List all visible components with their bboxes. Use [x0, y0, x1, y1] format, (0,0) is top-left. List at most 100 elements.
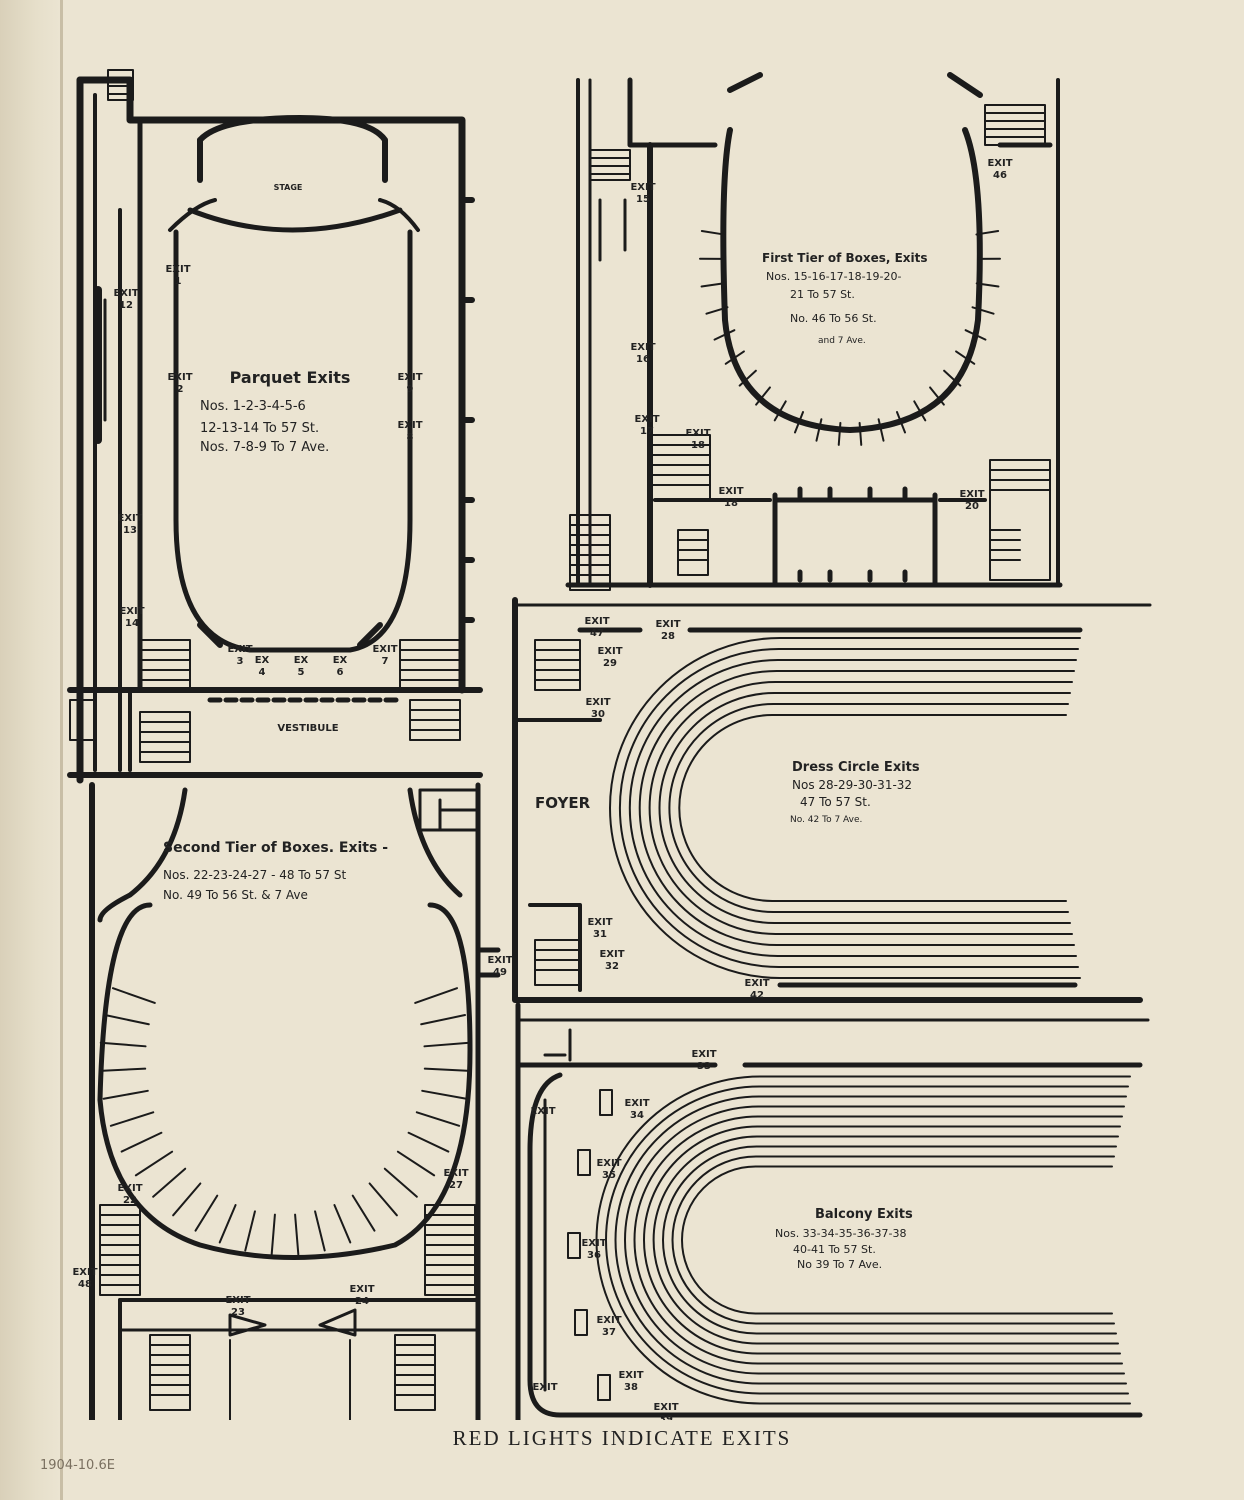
stage-label: STAGE [274, 183, 303, 192]
first-tier-box-divider [877, 418, 885, 442]
balcony-line-1: Nos. 33-34-35-36-37-38 [775, 1227, 907, 1240]
dress-circle-row [638, 670, 1075, 946]
dress-circle-row [658, 692, 1071, 924]
second-tier-line-2: No. 49 To 56 St. & 7 Ave [163, 888, 308, 902]
first-tier-box-divider [975, 229, 1000, 236]
second-tier-box-divider [396, 1150, 436, 1177]
second-tier-box-divider [415, 1111, 461, 1127]
balcony-line-2: 40-41 To 57 St. [793, 1243, 876, 1256]
second-tier-box-divider [414, 987, 459, 1004]
first-tier-line-2: 21 To 57 St. [790, 288, 855, 301]
second-tier-box-divider [120, 1131, 163, 1153]
first-tier-plan [565, 72, 1063, 591]
first-tier-box-divider [700, 282, 725, 288]
floor-plans: STAGE VESTIBULE Parquet Exits Nos. 1-2-3… [67, 69, 1152, 1420]
parquet-plan [67, 69, 483, 784]
second-tier-box-divider [270, 1213, 276, 1256]
first-tier-box-divider [971, 306, 995, 315]
first-tier-box-divider [975, 282, 1000, 288]
second-tier-box-divider [423, 1067, 471, 1072]
second-tier-plan [89, 782, 501, 1420]
balcony-row [605, 1085, 1129, 1395]
dress-circle-row [668, 703, 1069, 913]
balcony-row [643, 1125, 1121, 1355]
balcony-row [652, 1135, 1119, 1345]
dress-circle-row [678, 714, 1067, 902]
balcony-line-3: No 39 To 7 Ave. [797, 1258, 882, 1271]
dress-circle-row [609, 637, 1081, 979]
first-tier-line-1: Nos. 15-16-17-18-19-20- [766, 270, 902, 283]
second-tier-box-divider [294, 1213, 300, 1256]
archive-note: 1904-10.6E [40, 1458, 115, 1473]
balcony-row [595, 1075, 1131, 1405]
second-tier-box-divider [351, 1194, 376, 1232]
first-tier-box-divider [858, 421, 863, 446]
balcony-plan [515, 1002, 1150, 1420]
dress-circle-line-2: 47 To 57 St. [800, 795, 871, 809]
balcony-title: Balcony Exits [815, 1207, 913, 1222]
second-tier-box-divider [152, 1167, 187, 1198]
parquet-line-3: Nos. 7-8-9 To 7 Ave. [200, 440, 329, 455]
first-tier-title: First Tier of Boxes, Exits [762, 251, 928, 265]
first-tier-box-divider [964, 329, 987, 341]
foyer-label: FOYER [535, 794, 591, 812]
dress-circle-line-3: No. 42 To 7 Ave. [790, 815, 862, 825]
parquet-line-1: Nos. 1-2-3-4-5-6 [200, 399, 306, 414]
second-tier-box-divider [134, 1150, 174, 1177]
second-tier-line-1: Nos. 22-23-24-27 - 48 To 57 St [163, 868, 346, 882]
dress-circle-row [628, 659, 1077, 957]
dress-circle-title: Dress Circle Exits [792, 760, 920, 775]
parquet-title: Parquet Exits [230, 368, 351, 387]
second-tier-box-divider [109, 1111, 155, 1127]
balcony-row [662, 1145, 1117, 1335]
first-tier-box-divider [815, 418, 823, 442]
first-tier-box-divider [895, 411, 907, 434]
first-tier-line-3: No. 46 To 56 St. [790, 312, 877, 325]
page-fold [60, 0, 63, 1500]
second-tier-box-divider [99, 1041, 147, 1048]
first-tier-line-4: and 7 Ave. [818, 336, 866, 346]
balcony-exit-marker: EXIT [530, 1106, 555, 1117]
dress-circle-row [648, 681, 1073, 935]
first-tier-box-divider [724, 350, 745, 365]
first-tier-box-divider [738, 369, 757, 387]
first-tier-box-divider [705, 306, 729, 315]
second-tier-box-divider [172, 1182, 202, 1217]
second-tier-box-divider [99, 1067, 147, 1072]
first-tier-box-divider [773, 400, 787, 422]
second-tier-box-divider [368, 1182, 398, 1217]
